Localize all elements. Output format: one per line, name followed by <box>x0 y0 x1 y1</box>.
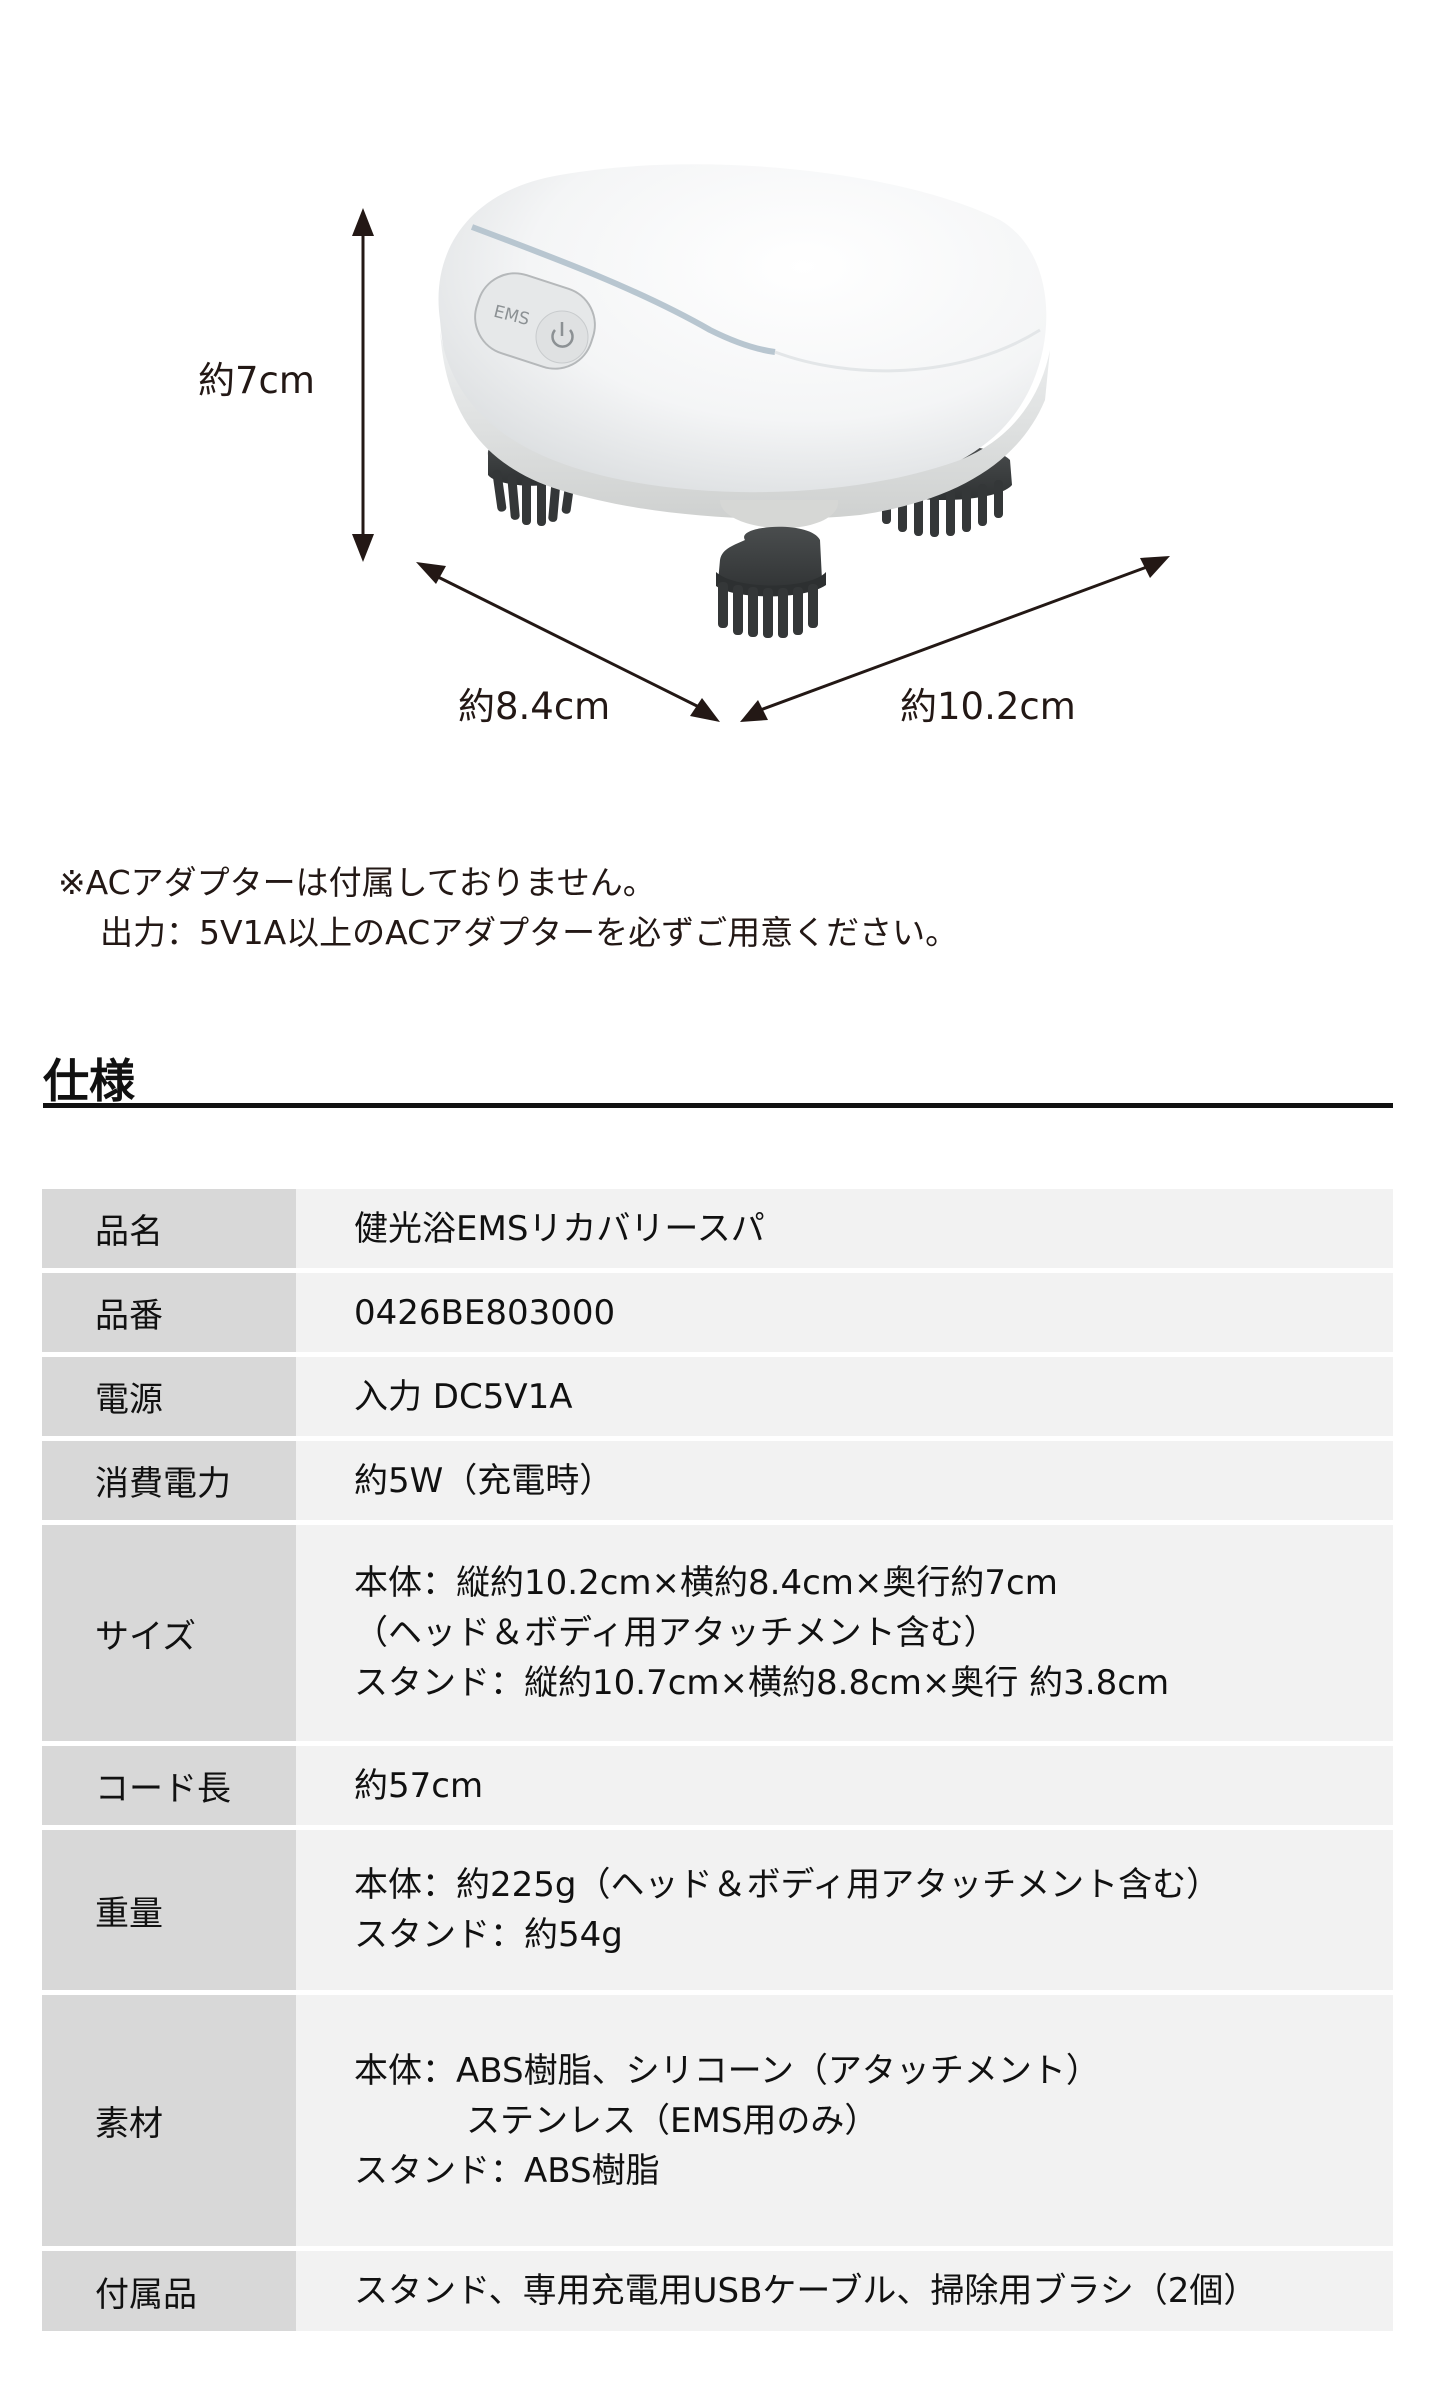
spec-table: 品名 健光浴EMSリカバリースパ 品番 0426BE803000 電源 入力 D… <box>42 1189 1393 2336</box>
spec-value: スタンド、専用充電用USBケーブル、掃除用ブラシ（2個） <box>296 2251 1393 2331</box>
spec-label: 品番 <box>42 1273 296 1352</box>
height-arrow <box>352 208 374 562</box>
spec-value: 約5W（充電時） <box>296 1441 1393 1520</box>
device-body <box>438 164 1050 529</box>
spec-value-line: スタンド：約54g <box>354 1915 623 1955</box>
spec-label: 消費電力 <box>42 1441 296 1520</box>
spec-row-product-name: 品名 健光浴EMSリカバリースパ <box>42 1189 1393 1268</box>
spec-value: 約57cm <box>296 1746 1393 1825</box>
depth-dimension-label: 約8.4cm <box>458 685 611 728</box>
spec-label: 電源 <box>42 1357 296 1436</box>
spec-row-accessories: 付属品 スタンド、専用充電用USBケーブル、掃除用ブラシ（2個） <box>42 2251 1393 2331</box>
spec-value-line: スタンド：縦約10.7cm×横約8.8cm×奥行 約3.8cm <box>354 1663 1170 1703</box>
note-line-2: 出力：5V1A以上のACアダプターを必ずご用意ください。 <box>100 913 959 952</box>
spec-value-line: 入力 DC5V1A <box>354 1376 573 1417</box>
spec-value: 健光浴EMSリカバリースパ <box>296 1189 1393 1268</box>
product-figure: EMS <box>0 0 1440 800</box>
spec-label: 重量 <box>42 1830 296 1990</box>
spec-label: コード長 <box>42 1746 296 1825</box>
spec-value: 0426BE803000 <box>296 1273 1393 1352</box>
spec-row-size: サイズ 本体：縦約10.2cm×横約8.4cm×奥行約7cm （ヘッド＆ボディ用… <box>42 1525 1393 1741</box>
spec-value-line: 約5W（充電時） <box>354 1460 614 1501</box>
brush-foot-center <box>716 526 826 638</box>
adapter-notes: ※ACアダプターは付属しておりません。 出力：5V1A以上のACアダプターを必ず… <box>58 858 958 958</box>
spec-value: 本体：ABS樹脂、シリコーン（アタッチメント） ステンレス（EMS用のみ） スタ… <box>296 1995 1393 2246</box>
spec-value-line: （ヘッド＆ボディ用アタッチメント含む） <box>354 1613 998 1653</box>
spec-row-power-consumption: 消費電力 約5W（充電時） <box>42 1441 1393 1520</box>
height-dimension-label: 約7cm <box>198 359 315 402</box>
spec-value-line: 本体：ABS樹脂、シリコーン（アタッチメント） <box>354 2050 1100 2091</box>
spec-row-power-source: 電源 入力 DC5V1A <box>42 1357 1393 1436</box>
spec-value-line: 本体：約225g（ヘッド＆ボディ用アタッチメント含む） <box>354 1865 1221 1905</box>
spec-label: 付属品 <box>42 2251 296 2331</box>
spec-label: サイズ <box>42 1525 296 1741</box>
power-icon <box>551 322 574 348</box>
spec-row-cord-length: コード長 約57cm <box>42 1746 1393 1825</box>
spec-row-material: 素材 本体：ABS樹脂、シリコーン（アタッチメント） ステンレス（EMS用のみ）… <box>42 1995 1393 2246</box>
spec-label: 品名 <box>42 1189 296 1268</box>
control-panel: EMS <box>474 272 596 370</box>
spec-value-line: 約57cm <box>354 1765 484 1806</box>
spec-value-line: ステンレス（EMS用のみ） <box>466 2100 879 2141</box>
spec-title-rule <box>43 1103 1393 1108</box>
spec-value-line: 0426BE803000 <box>354 1292 616 1333</box>
spec-value: 本体：約225g（ヘッド＆ボディ用アタッチメント含む） スタンド：約54g <box>296 1830 1393 1990</box>
spec-value: 入力 DC5V1A <box>296 1357 1393 1436</box>
product-illustration: EMS <box>352 164 1170 722</box>
spec-row-weight: 重量 本体：約225g（ヘッド＆ボディ用アタッチメント含む） スタンド：約54g <box>42 1830 1393 1990</box>
spec-value: 本体：縦約10.2cm×横約8.4cm×奥行約7cm （ヘッド＆ボディ用アタッチ… <box>296 1525 1393 1741</box>
spec-value-line: スタンド：ABS樹脂 <box>354 2150 660 2191</box>
spec-value-line: 本体：縦約10.2cm×横約8.4cm×奥行約7cm <box>354 1563 1058 1603</box>
spec-row-product-number: 品番 0426BE803000 <box>42 1273 1393 1352</box>
width-dimension-label: 約10.2cm <box>900 685 1076 728</box>
note-line-1: ※ACアダプターは付属しておりません。 <box>58 863 656 902</box>
width-arrow <box>740 556 1170 722</box>
depth-arrow <box>416 562 720 722</box>
spec-section-title: 仕様 <box>43 1054 135 1108</box>
spec-value-line: スタンド、専用充電用USBケーブル、掃除用ブラシ（2個） <box>354 2271 1258 2311</box>
spec-value-line: 健光浴EMSリカバリースパ <box>354 1208 765 1249</box>
spec-label: 素材 <box>42 1995 296 2246</box>
